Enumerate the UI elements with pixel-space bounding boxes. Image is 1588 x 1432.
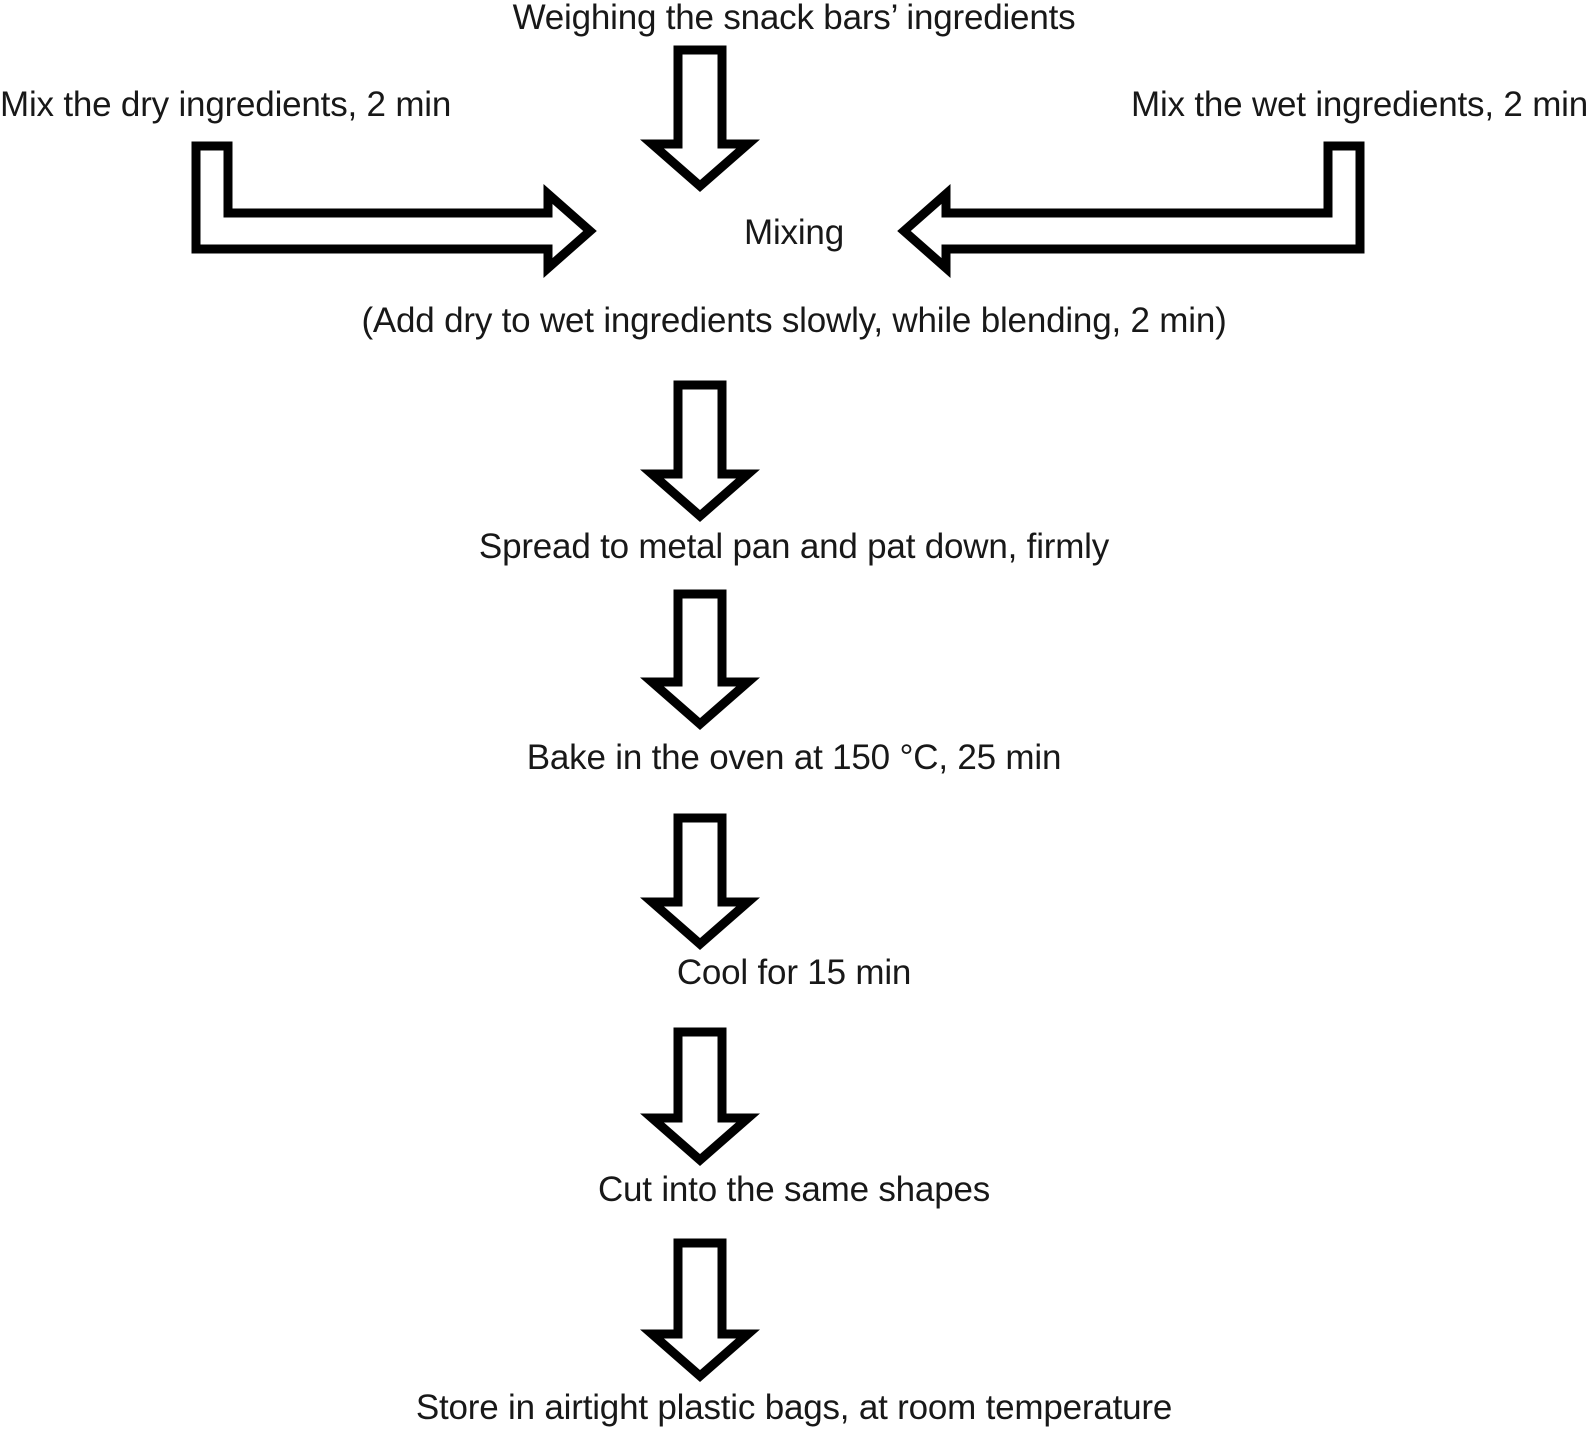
connector-weighing-to-mixing-icon [640,45,760,192]
connector-bake-to-cool-icon [640,813,760,950]
node-store: Store in airtight plastic bags, at room … [415,1388,1173,1427]
node-mix-dry: Mix the dry ingredients, 2 min [0,85,452,124]
connector-cut-to-store-icon [640,1238,760,1382]
node-mixing: Mixing [744,213,844,252]
node-mixing-note: (Add dry to wet ingredients slowly, whil… [361,301,1227,340]
node-cool: Cool for 15 min [676,953,912,992]
node-spread: Spread to metal pan and pat down, firmly [478,527,1110,566]
node-mix-wet: Mix the wet ingredients, 2 min [1131,85,1588,124]
node-weighing: Weighing the snack bars’ ingredients [512,0,1076,37]
node-cut: Cut into the same shapes [597,1170,991,1209]
node-bake: Bake in the oven at 150 °C, 25 min [526,738,1062,777]
connector-cool-to-cut-icon [640,1027,760,1166]
connector-mixing-to-spread-icon [640,380,760,522]
connector-spread-to-bake-icon [640,589,760,730]
